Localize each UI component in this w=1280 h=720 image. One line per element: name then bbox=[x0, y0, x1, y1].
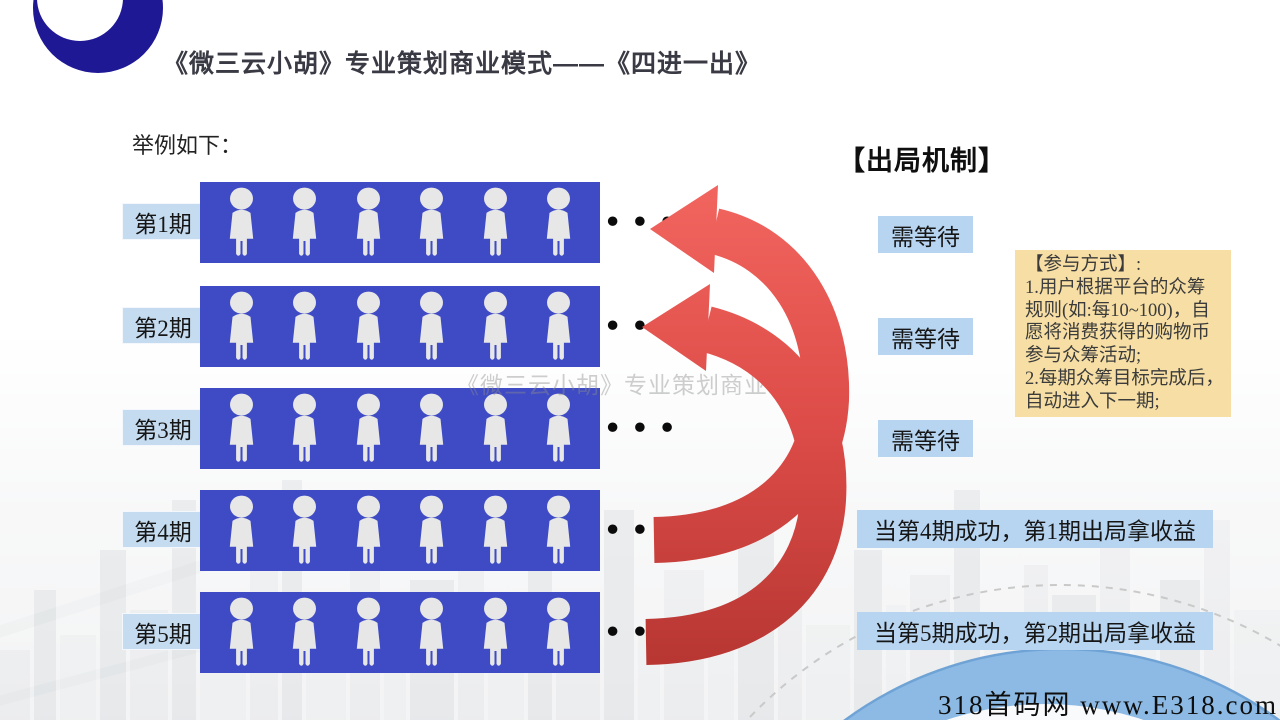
members-band bbox=[200, 182, 600, 263]
person-icon bbox=[346, 290, 391, 364]
example-caption: 举例如下： bbox=[132, 133, 243, 158]
note-line: 2.每期众筹目标完成后， bbox=[1025, 368, 1224, 389]
exit-mechanism-title: 【出局机制】 bbox=[838, 146, 1006, 176]
person-icon bbox=[473, 186, 518, 260]
person-icon bbox=[346, 494, 391, 568]
person-icon bbox=[282, 290, 327, 364]
person-icon bbox=[536, 186, 581, 260]
payout-status-badge: 当第5期成功，第2期出局拿收益 bbox=[857, 612, 1213, 650]
person-icon bbox=[536, 290, 581, 364]
more-members-ellipsis: ••• bbox=[604, 413, 686, 444]
wait-status-badge: 需等待 bbox=[878, 420, 973, 457]
person-icon bbox=[219, 392, 264, 466]
period-label: 第4期 bbox=[122, 511, 204, 548]
period-row-5: 第5期 ••• bbox=[0, 592, 1280, 673]
person-icon bbox=[346, 596, 391, 670]
person-icon bbox=[536, 392, 581, 466]
more-members-ellipsis: ••• bbox=[604, 311, 686, 342]
period-label: 第2期 bbox=[122, 307, 204, 344]
person-icon bbox=[219, 290, 264, 364]
person-icon bbox=[282, 494, 327, 568]
note-line: 规则(如:每10~100)，自 bbox=[1025, 300, 1210, 321]
person-icon bbox=[473, 596, 518, 670]
person-icon bbox=[282, 392, 327, 466]
person-icon bbox=[219, 596, 264, 670]
period-row-2: 第2期 ••• bbox=[0, 286, 1280, 367]
more-members-ellipsis: ••• bbox=[604, 515, 686, 546]
center-watermark: 《微三云小胡》专业策划商业模式 bbox=[456, 373, 816, 398]
person-icon bbox=[346, 186, 391, 260]
payout-status-badge: 当第4期成功，第1期出局拿收益 bbox=[857, 510, 1213, 548]
note-line: 【参与方式】: bbox=[1025, 255, 1142, 275]
person-icon bbox=[282, 186, 327, 260]
participation-note: 【参与方式】: 1.用户根据平台的众筹 规则(如:每10~100)，自 愿将消费… bbox=[1015, 250, 1231, 417]
person-icon bbox=[219, 494, 264, 568]
person-icon bbox=[409, 494, 454, 568]
more-members-ellipsis: ••• bbox=[604, 207, 686, 238]
person-icon bbox=[473, 392, 518, 466]
person-icon bbox=[409, 290, 454, 364]
person-icon bbox=[346, 392, 391, 466]
members-band bbox=[200, 388, 600, 469]
period-label: 第5期 bbox=[122, 613, 204, 650]
members-band bbox=[200, 490, 600, 571]
site-watermark: 318首码网 www.E318.com bbox=[938, 690, 1278, 720]
wait-status-badge: 需等待 bbox=[878, 318, 973, 355]
note-line: 自动进入下一期; bbox=[1025, 391, 1160, 412]
wait-status-badge: 需等待 bbox=[878, 216, 973, 253]
person-icon bbox=[219, 186, 264, 260]
person-icon bbox=[409, 596, 454, 670]
note-line: 参与众筹活动; bbox=[1025, 346, 1142, 367]
period-label: 第1期 bbox=[122, 203, 204, 240]
note-line: 愿将消费获得的购物币 bbox=[1025, 323, 1211, 344]
logo-ring bbox=[33, 0, 163, 73]
period-label: 第3期 bbox=[122, 409, 204, 446]
person-icon bbox=[536, 494, 581, 568]
slide-title: 《微三云小胡》专业策划商业模式——《四进一出》 bbox=[163, 50, 762, 78]
person-icon bbox=[282, 596, 327, 670]
person-icon bbox=[473, 494, 518, 568]
person-icon bbox=[473, 290, 518, 364]
person-icon bbox=[409, 186, 454, 260]
person-icon bbox=[409, 392, 454, 466]
more-members-ellipsis: ••• bbox=[604, 617, 686, 648]
members-band bbox=[200, 592, 600, 673]
person-icon bbox=[536, 596, 581, 670]
note-line: 1.用户根据平台的众筹 bbox=[1025, 277, 1206, 298]
members-band bbox=[200, 286, 600, 367]
